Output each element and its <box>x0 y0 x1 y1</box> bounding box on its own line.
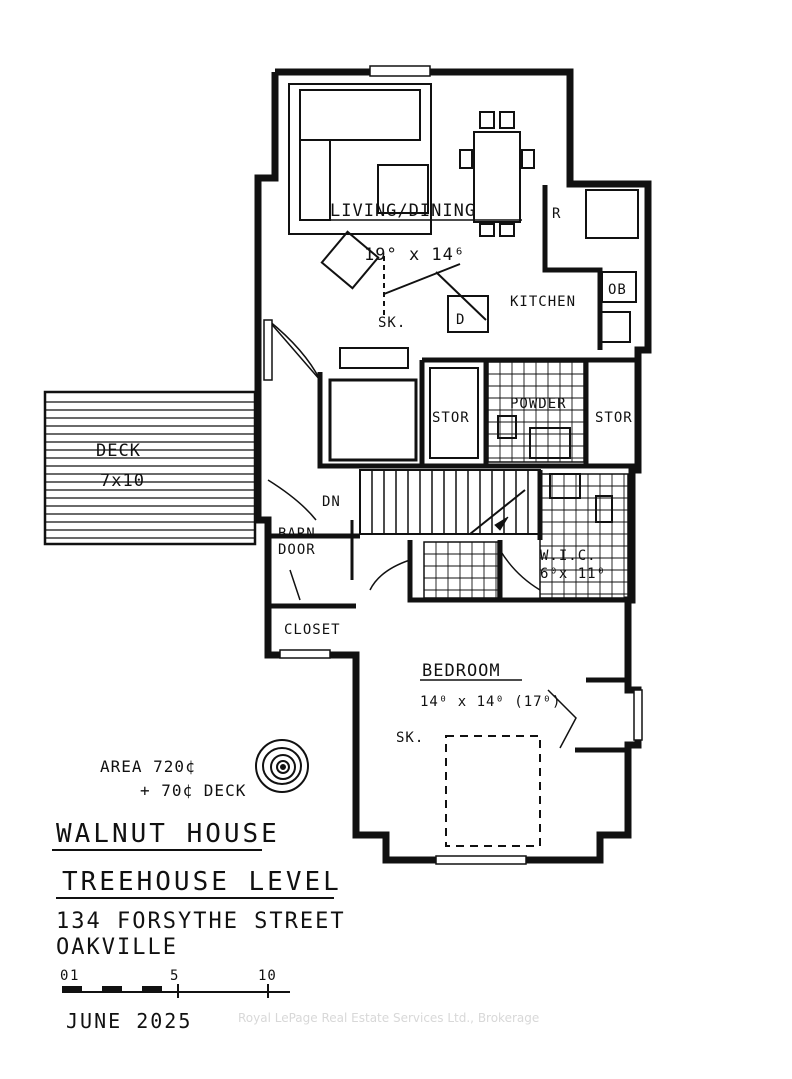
doors-windows <box>263 65 643 865</box>
label-refrigerator: R <box>552 206 561 222</box>
tiled-floors <box>423 361 629 599</box>
scale-label-0: 0 <box>60 968 69 984</box>
scale-bar: 0 1 5 10 <box>60 968 290 998</box>
label-wic-dims: 6⁰x 11⁰ <box>540 566 606 582</box>
label-living-dining: LIVING/DINING <box>330 201 476 221</box>
title-block: AREA 720¢ + 70¢ DECK WALNUT HOUSE TREEHO… <box>52 739 346 1033</box>
scale-label-10: 10 <box>258 968 277 984</box>
label-stor-left: STOR <box>432 410 470 426</box>
label-bedroom-dims: 14⁰ x 14⁰ (17⁰) <box>420 694 561 710</box>
label-wic: W.I.C. <box>540 548 597 564</box>
drawing-date: JUNE 2025 <box>66 1009 192 1033</box>
project-name: WALNUT HOUSE <box>56 819 280 849</box>
label-bedroom: BEDROOM <box>422 661 501 681</box>
scale-label-1: 1 <box>70 968 79 984</box>
area-line-1: AREA 720¢ <box>100 757 196 776</box>
label-deck: DECK <box>96 441 141 461</box>
label-door: DOOR <box>278 542 316 558</box>
label-deck-dims: 7x10 <box>100 471 145 491</box>
scale-label-5: 5 <box>170 968 179 984</box>
watermark-text: Royal LePage Real Estate Services Ltd., … <box>238 1011 539 1025</box>
label-kitchen-sink: SK. <box>378 315 406 331</box>
level-name: TREEHOUSE LEVEL <box>62 867 342 897</box>
exterior-walls <box>254 68 652 864</box>
label-dishwasher: D <box>456 312 465 328</box>
label-stor-right: STOR <box>595 410 633 426</box>
label-down: DN <box>322 494 341 510</box>
room-labels: LIVING/DINING 19° x 14⁶ KITCHEN SK. R OB… <box>96 201 633 746</box>
label-living-dims: 19° x 14⁶ <box>364 245 465 265</box>
label-closet: CLOSET <box>284 622 341 638</box>
area-line-2: + 70¢ DECK <box>140 781 246 800</box>
stairs <box>359 469 541 535</box>
label-kitchen: KITCHEN <box>510 294 576 310</box>
label-oven: OB <box>608 282 627 298</box>
label-barn: BARN <box>278 526 316 542</box>
deck-area <box>43 390 257 546</box>
tree-ring-logo <box>255 739 309 793</box>
label-powder: POWDER <box>510 396 567 412</box>
address-line-2: OAKVILLE <box>56 935 178 960</box>
address-line-1: 134 FORSYTHE STREET <box>56 909 346 934</box>
furniture <box>299 89 639 847</box>
label-bedroom-sink: SK. <box>396 730 424 746</box>
